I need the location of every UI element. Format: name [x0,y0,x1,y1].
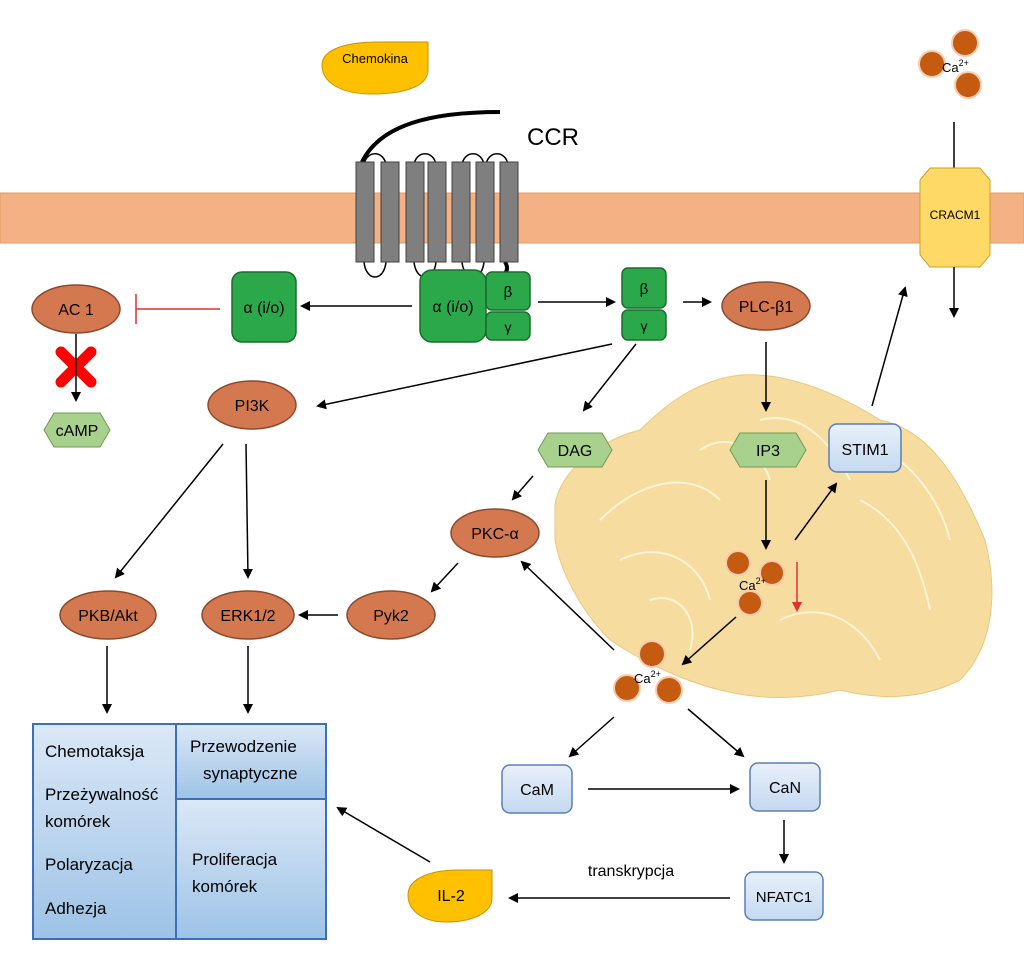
pkb-akt-label: PKB/Akt [78,608,138,625]
outcome-chemotaxis: Chemotaksja [45,742,145,761]
plc-beta1-node [721,281,811,331]
can-label: CaN [769,780,801,797]
g-beta-free-label: β [640,281,649,298]
svg-text:Ca2+: Ca2+ [942,58,969,75]
inhibition-edge [135,294,220,324]
ip3-label: IP3 [756,443,780,460]
cracm1-channel [919,167,991,268]
outcome-survival-line1: Przeżywalność [45,785,159,804]
outcome-survival-line2: komórek [45,812,111,831]
cam-label: CaM [520,782,554,799]
g-gamma-free-label: γ [641,318,648,334]
chemokine-ligand-shape [321,41,429,95]
il2-label: IL-2 [437,888,465,905]
ac1-label: AC 1 [58,302,94,319]
receptor-label: CCR [527,124,579,151]
pyk2-node [346,590,436,640]
erk12-label: ERK1/2 [220,608,275,625]
outcome-proliferation-line1: Proliferacja [192,850,278,869]
g-alpha-free [231,271,297,343]
outcome-adhesion: Adhezja [45,899,107,918]
stim1-node [828,423,902,473]
outcome-synaptic-line1: Przewodzenie [190,737,297,756]
nfatc1-label: NFATC1 [756,889,812,906]
svg-text:Ca2+: Ca2+ [634,669,661,686]
g-beta-free [621,267,667,309]
g-beta-bound [485,271,531,311]
pyk2-label: Pyk2 [373,608,409,625]
calcium-charge-cytosol: 2+ [651,669,661,679]
pkb-akt-node [59,590,157,640]
calcium-symbol-er: Ca [739,578,756,593]
camp-label: cAMP [56,423,99,440]
nfatc1-node [744,871,824,921]
il2-shape [407,869,493,923]
pi3k-label: PI3K [235,398,270,415]
outcome-polarization: Polaryzacja [45,855,133,874]
pkc-alpha-node [450,508,540,558]
chemokine-label: Chemokina [342,51,409,66]
g-gamma-bound [485,311,531,341]
ip3-node [729,432,807,468]
g-gamma-free [621,309,667,341]
outcome-proliferation-line2: komórek [192,877,258,896]
cam-node [501,764,573,814]
pathway-arrows [102,286,908,903]
calcium-charge: 2+ [959,58,969,68]
pi3k-node [207,380,297,430]
endoplasmic-reticulum [554,374,993,698]
calcium-ions-er: Ca2+ [725,550,785,616]
calcium-symbol-cytosol: Ca [634,671,651,686]
g-beta-bound-label: β [504,284,513,301]
calcium-ions-top: Ca2+ [918,29,982,99]
outcome-synaptic-line2: synaptyczne [203,764,298,783]
dag-node [537,432,613,468]
plc-beta1-label: PLC-β1 [739,299,794,316]
calcium-symbol: Ca [942,60,959,75]
svg-text:Ca2+: Ca2+ [739,576,766,593]
g-alpha-bound-label: α (i/o) [432,299,473,316]
calcium-ions-cytosol: Ca2+ [613,640,683,704]
transcription-label: transkrypcja [588,863,674,880]
dag-label: DAG [558,443,593,460]
outcome-box: Chemotaksja Przeżywalność komórek Polary… [32,723,327,940]
stim1-label: STIM1 [841,442,888,459]
g-gamma-bound-label: γ [505,319,512,335]
ac1-node [31,284,121,334]
pkc-alpha-label: PKC-α [471,526,518,543]
calcium-charge-er: 2+ [756,576,766,586]
erk12-node [201,590,295,640]
camp-node [43,412,111,448]
cracm1-label: CRACM1 [930,208,981,222]
can-node [749,762,821,812]
g-alpha-free-label: α (i/o) [243,300,284,317]
ccr-receptor [355,110,519,280]
